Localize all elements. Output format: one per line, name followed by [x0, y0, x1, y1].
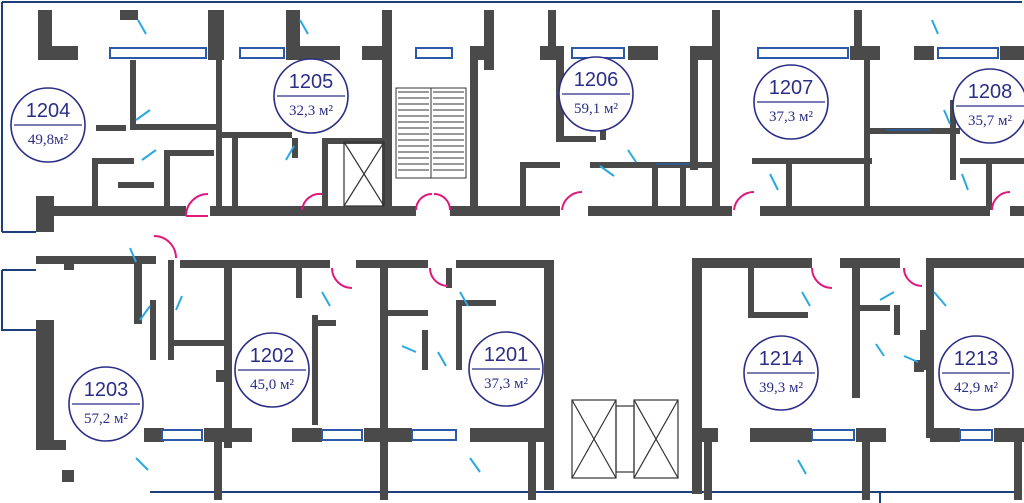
unit-label-1208[interactable]: 1208 35,7 м²	[952, 68, 1024, 144]
unit-area: 45,0 м²	[250, 377, 294, 393]
apartment-doors	[153, 190, 1011, 289]
unit-number: 1202	[250, 345, 295, 367]
unit-label-1213[interactable]: 1213 42,9 м²	[938, 335, 1014, 411]
unit-label-1206[interactable]: 1206 59,1 м²	[558, 56, 634, 132]
unit-area: 37,3 м²	[484, 376, 528, 392]
unit-label-1203[interactable]: 1203 57,2 м²	[68, 366, 144, 442]
unit-number: 1201	[484, 344, 529, 366]
unit-area: 37,3 м²	[769, 109, 813, 125]
unit-number: 1204	[26, 100, 71, 122]
unit-label-1205[interactable]: 1205 32,3 м²	[273, 58, 349, 134]
unit-area: 35,7 м²	[968, 113, 1012, 129]
unit-number: 1206	[574, 69, 619, 91]
staircase	[395, 87, 467, 179]
misc-fixtures	[656, 129, 930, 165]
unit-area: 39,3 м²	[759, 380, 803, 396]
unit-number: 1208	[968, 81, 1013, 103]
unit-area: 49,8м²	[28, 132, 69, 148]
unit-number: 1207	[769, 77, 814, 99]
unit-label-1202[interactable]: 1202 45,0 м²	[234, 332, 310, 408]
elevator-lower	[571, 399, 679, 479]
windows	[109, 47, 999, 441]
unit-label-1214[interactable]: 1214 39,3 м²	[743, 335, 819, 411]
unit-number: 1213	[954, 348, 999, 370]
interior-doors	[129, 19, 969, 475]
unit-number: 1203	[84, 379, 129, 401]
walls	[36, 10, 1024, 500]
unit-labels: 1204 49,8м² 1205 32,3 м² 1206 59,1 м² 1207 37,3…	[10, 56, 1024, 442]
unit-area: 59,1 м²	[574, 101, 618, 117]
unit-label-1201[interactable]: 1201 37,3 м²	[468, 331, 544, 407]
unit-label-1204[interactable]: 1204 49,8м²	[10, 87, 86, 163]
unit-area: 42,9 м²	[954, 380, 998, 396]
unit-label-1207[interactable]: 1207 37,3 м²	[753, 64, 829, 140]
elevator-upper	[343, 141, 385, 207]
unit-number: 1205	[289, 71, 334, 93]
unit-number: 1214	[759, 348, 804, 370]
unit-area: 32,3 м²	[289, 103, 333, 119]
unit-area: 57,2 м²	[84, 411, 128, 427]
